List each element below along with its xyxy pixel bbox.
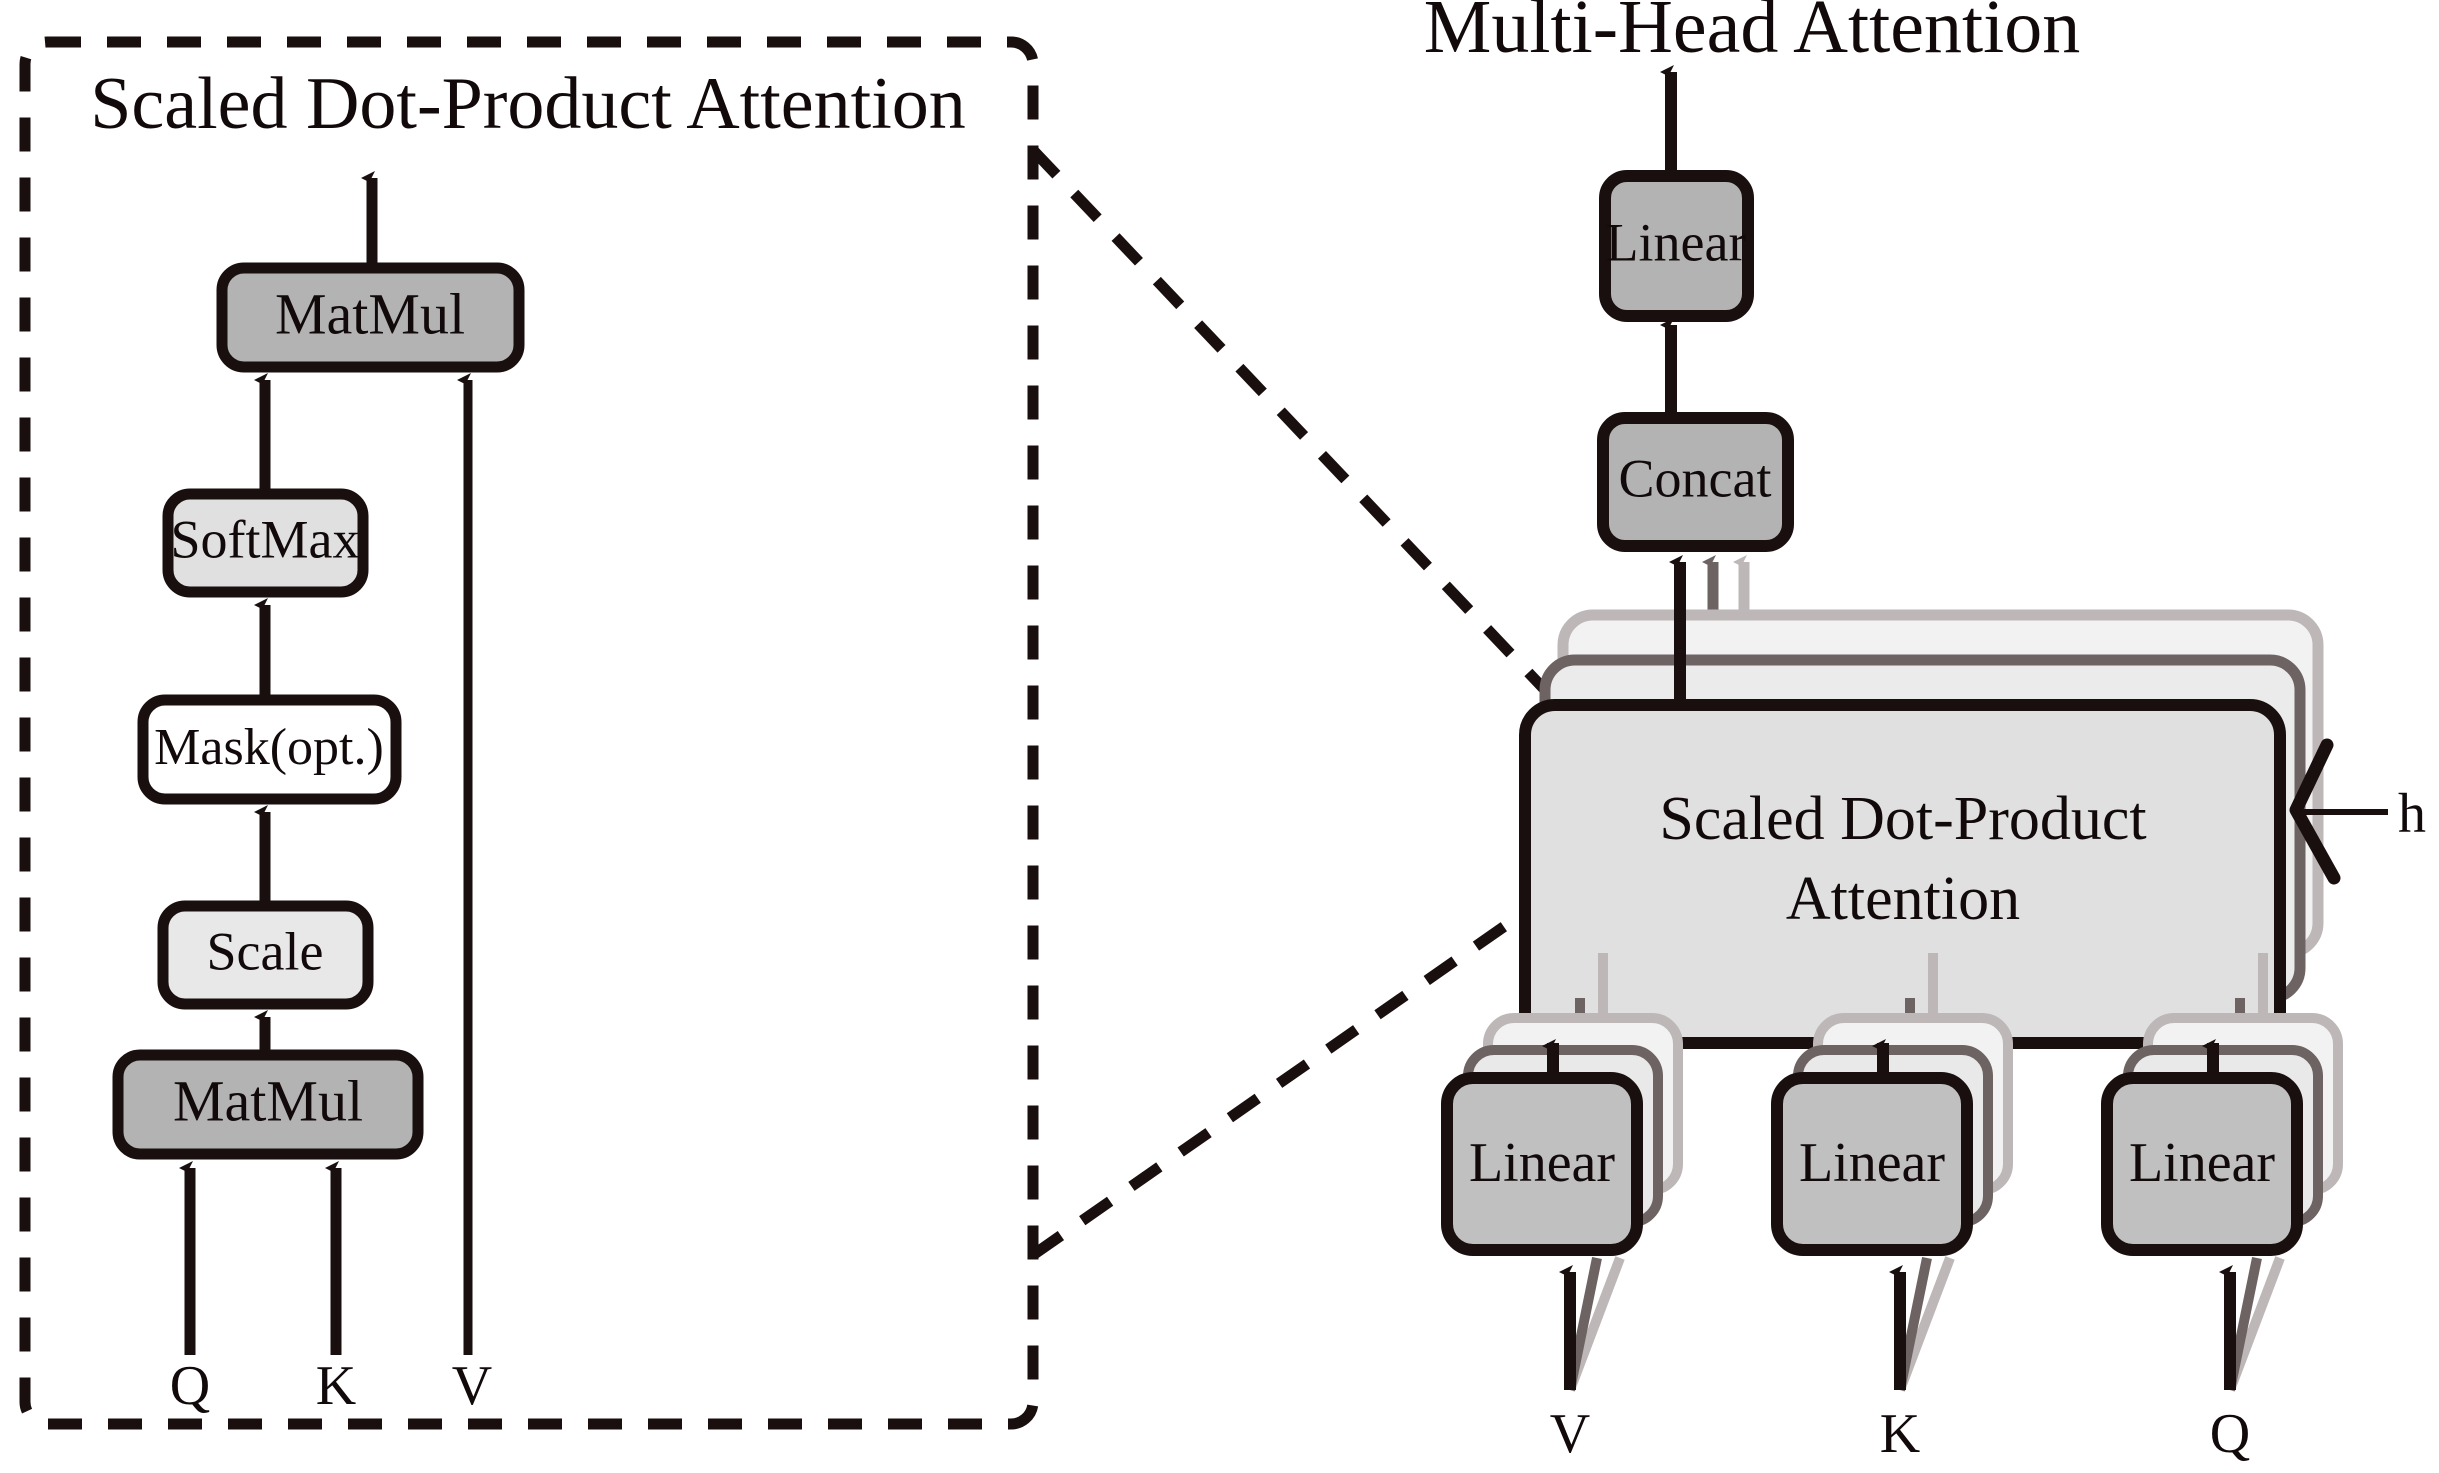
right-box-linear-q-label: Linear	[2129, 1132, 2275, 1194]
right-box-scaled-dot-product-attention[interactable]: Scaled Dot-Product Attention	[1519, 699, 2286, 1049]
right-box-linear-output[interactable]: Linear	[1599, 170, 1754, 322]
left-box-scale-label: Scale	[207, 921, 324, 981]
right-input-label-k: K	[1880, 1403, 1920, 1465]
left-box-mask[interactable]: Mask(opt.)	[137, 694, 402, 805]
right-box-sdpa-label-line2: Attention	[1786, 865, 2020, 933]
left-box-matmul-bottom-label: MatMul	[173, 1068, 363, 1133]
left-box-scale[interactable]: Scale	[157, 900, 374, 1010]
callout-line-upper	[1029, 146, 1549, 694]
right-input-label-v: V	[1550, 1403, 1590, 1465]
callout-line-lower	[1029, 893, 1549, 1260]
right-box-linear-k-label: Linear	[1799, 1132, 1945, 1194]
left-box-matmul-bottom[interactable]: MatMul	[112, 1049, 424, 1160]
right-box-linear-v[interactable]: Linear	[1441, 1072, 1643, 1256]
left-input-label-v: V	[452, 1355, 492, 1417]
right-box-concat[interactable]: Concat	[1597, 412, 1794, 552]
left-box-softmax-label: SoftMax	[171, 509, 360, 569]
right-box-sdpa-label-line1: Scaled Dot-Product	[1659, 785, 2146, 853]
heads-count-label: h	[2398, 783, 2426, 845]
left-box-matmul-top-label: MatMul	[275, 281, 465, 346]
right-box-linear-v-label: Linear	[1469, 1132, 1615, 1194]
left-input-label-q: Q	[170, 1355, 210, 1417]
left-input-label-k: K	[316, 1355, 356, 1417]
right-box-linear-q[interactable]: Linear	[2101, 1072, 2303, 1256]
left-box-mask-label: Mask(opt.)	[154, 719, 384, 776]
heads-brace	[2289, 738, 2341, 885]
right-panel-title: Multi-Head Attention	[1424, 0, 2080, 69]
right-box-linear-output-label: Linear	[1606, 212, 1747, 272]
scaled-dot-product-dashed-border	[19, 36, 1039, 1430]
left-panel-title: Scaled Dot-Product Attention	[90, 63, 966, 145]
left-box-softmax[interactable]: SoftMax	[162, 488, 369, 598]
right-input-label-q: Q	[2210, 1403, 2250, 1465]
right-box-linear-k[interactable]: Linear	[1771, 1072, 1973, 1256]
left-box-matmul-top[interactable]: MatMul	[216, 262, 525, 373]
right-box-concat-label: Concat	[1619, 448, 1772, 508]
